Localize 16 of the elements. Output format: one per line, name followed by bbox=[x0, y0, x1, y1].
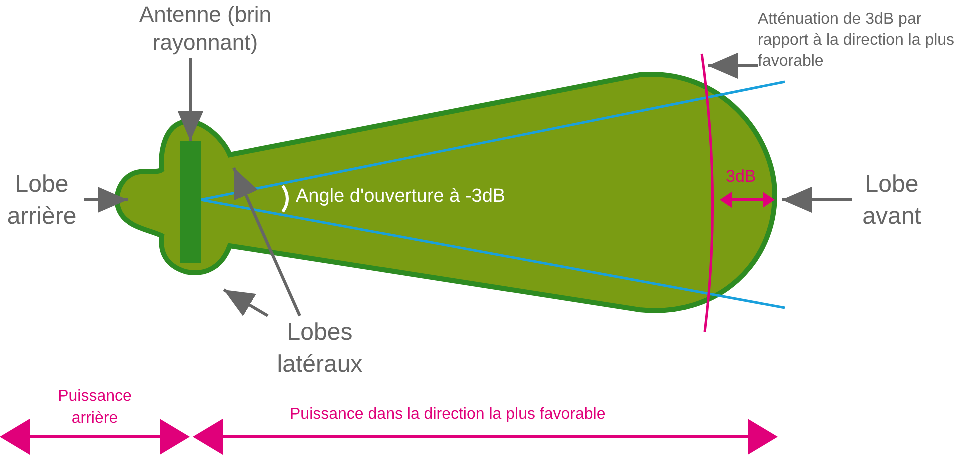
leader-arrow bbox=[178, 58, 204, 142]
leader-arrow bbox=[84, 187, 128, 213]
leader-arrow bbox=[782, 187, 852, 213]
callout-text: Lobe avant bbox=[852, 166, 932, 236]
dimension-label: Puissance arrière bbox=[57, 387, 133, 429]
callout-text: Antenne (brin rayonnant) bbox=[118, 0, 293, 58]
antenna-element bbox=[180, 141, 201, 263]
leader-arrow bbox=[708, 53, 758, 79]
dimension-label: 3dB bbox=[726, 167, 756, 187]
leader-arrow bbox=[232, 167, 302, 317]
callout-text: Lobe arrière bbox=[0, 166, 84, 236]
angle-label: Angle d'ouverture à -3dB bbox=[296, 186, 506, 208]
leader-arrow bbox=[223, 288, 269, 318]
callout-text: Lobes latéraux bbox=[262, 316, 378, 382]
dimension-label: Puissance dans la direction la plus favorable bbox=[290, 406, 606, 424]
callout-text: Atténuation de 3dB par rapport à la direction la plus favorable bbox=[758, 4, 958, 76]
